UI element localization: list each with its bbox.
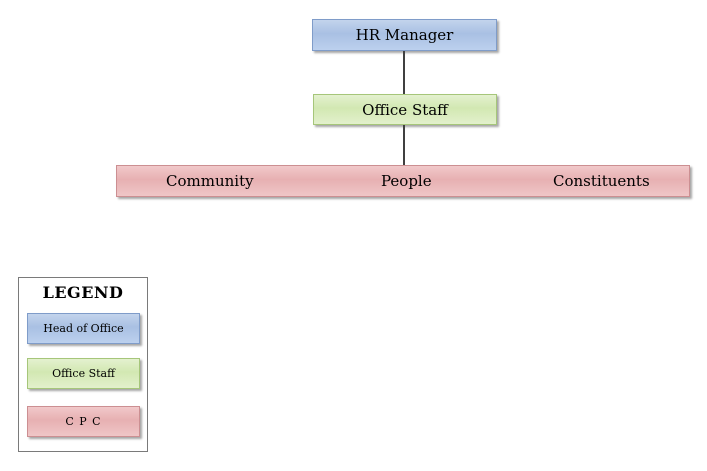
people-label: People (381, 172, 432, 190)
hr-manager-node: HR Manager (312, 19, 497, 51)
legend-item-label: Head of Office (43, 322, 124, 335)
legend-title: LEGEND (42, 283, 124, 302)
connector-bottom (403, 125, 405, 165)
legend-item-cpc: C P C (27, 406, 140, 437)
legend-item-office-staff: Office Staff (27, 358, 140, 389)
connector-top (403, 51, 405, 94)
office-staff-node: Office Staff (313, 94, 497, 125)
legend-item-label: Office Staff (52, 367, 115, 380)
legend-box: LEGEND Head of Office Office Staff C P C (18, 277, 148, 452)
office-staff-label: Office Staff (362, 100, 448, 119)
cpc-bar: Community People Constituents (116, 165, 690, 197)
constituents-label: Constituents (553, 172, 650, 190)
legend-item-label: C P C (65, 415, 102, 428)
legend-item-head-of-office: Head of Office (27, 313, 140, 344)
community-label: Community (166, 172, 254, 190)
hr-manager-label: HR Manager (355, 26, 454, 44)
